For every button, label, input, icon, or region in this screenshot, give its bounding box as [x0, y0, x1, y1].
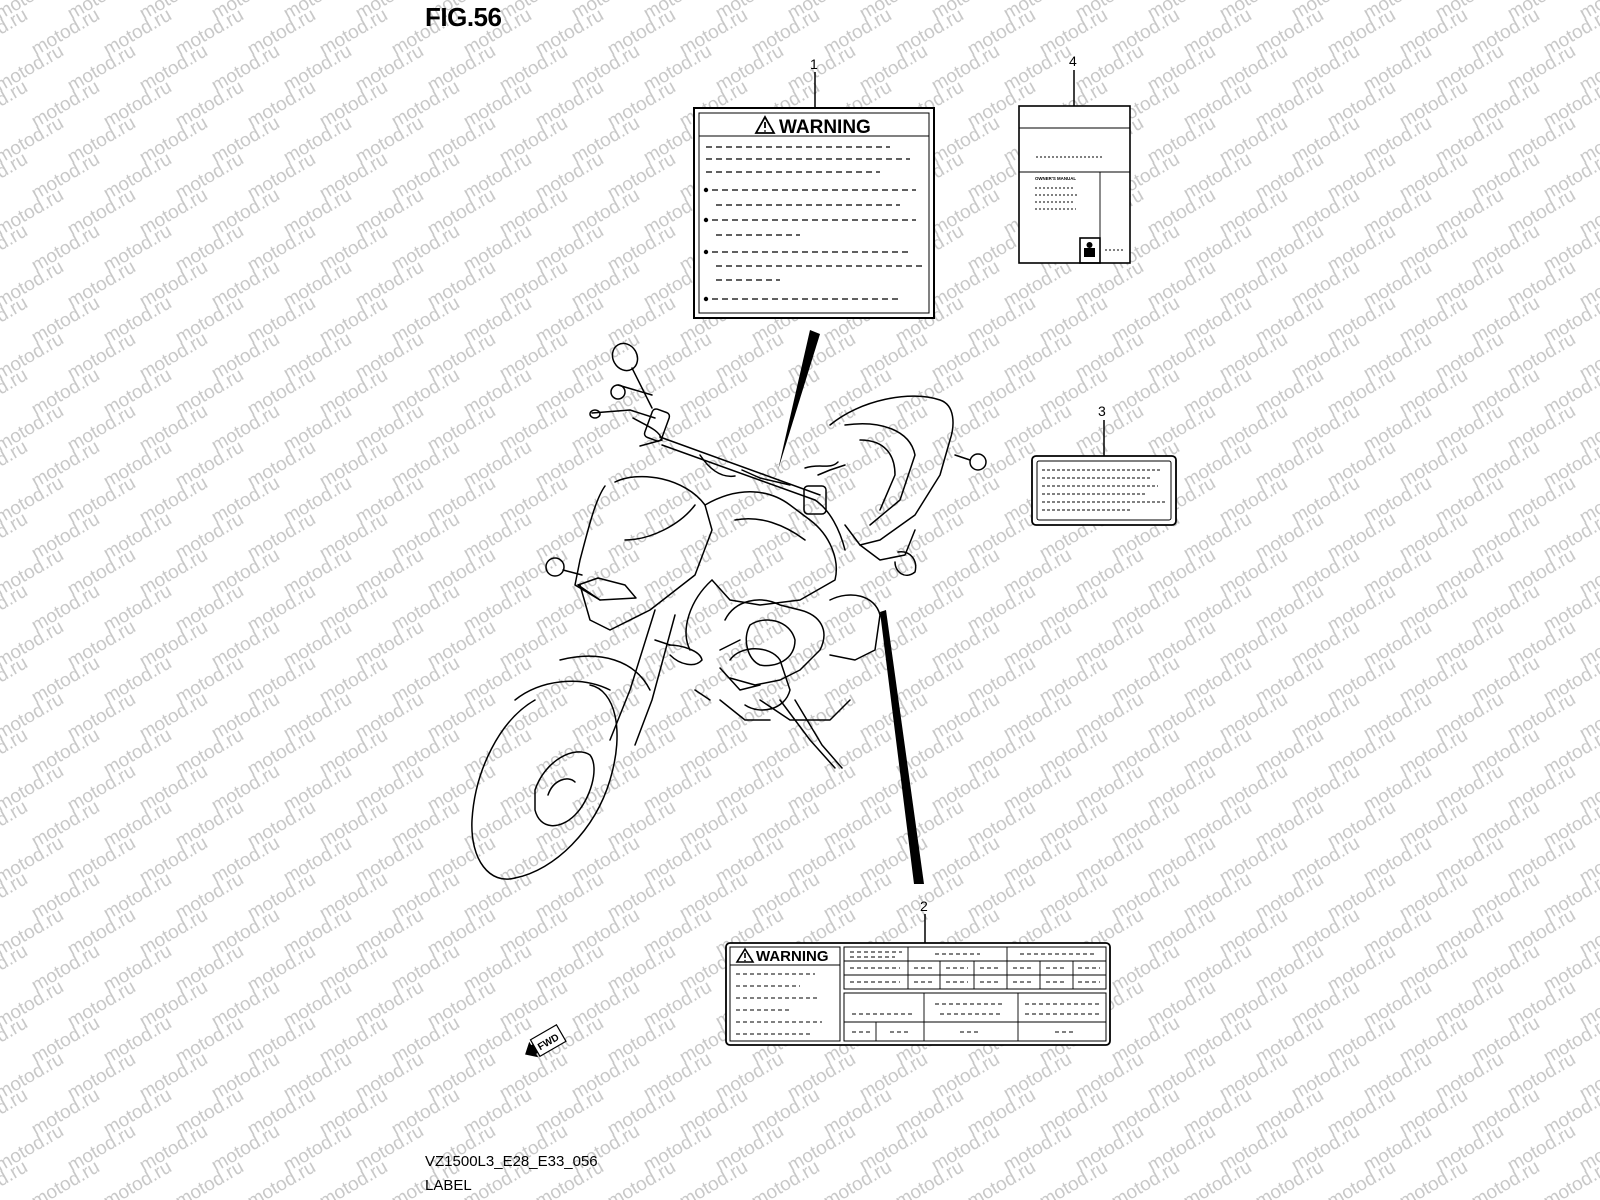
leader-label-1	[778, 330, 820, 470]
callout-1: 1	[810, 56, 818, 72]
warning-triangle-icon	[754, 115, 776, 134]
label-1-heading: WARNING	[779, 117, 871, 138]
callout-4: 4	[1069, 53, 1077, 69]
manual-reader-icon	[1084, 242, 1095, 257]
label-4-owners-manual[interactable]: OWNER'S MANUAL	[1018, 70, 1131, 264]
label-1-warning[interactable]: WARNING	[693, 72, 935, 319]
figure-title: FIG.56	[425, 2, 502, 32]
label-4-title: OWNER'S MANUAL	[1035, 176, 1076, 181]
label-2-warning-table[interactable]: WARNING	[725, 914, 1111, 1046]
diagram-caption: LABEL	[425, 1177, 472, 1194]
label-3[interactable]	[1031, 420, 1177, 526]
callout-2: 2	[920, 898, 928, 914]
callout-3: 3	[1098, 403, 1106, 419]
fwd-direction-marker: FWD	[525, 1024, 567, 1058]
diagram-code: VZ1500L3_E28_E33_056	[425, 1153, 598, 1170]
leader-label-2	[880, 610, 924, 884]
warning-triangle-icon	[735, 947, 755, 963]
label-2-heading: WARNING	[756, 948, 829, 965]
motorcycle-illustration	[471, 342, 987, 880]
